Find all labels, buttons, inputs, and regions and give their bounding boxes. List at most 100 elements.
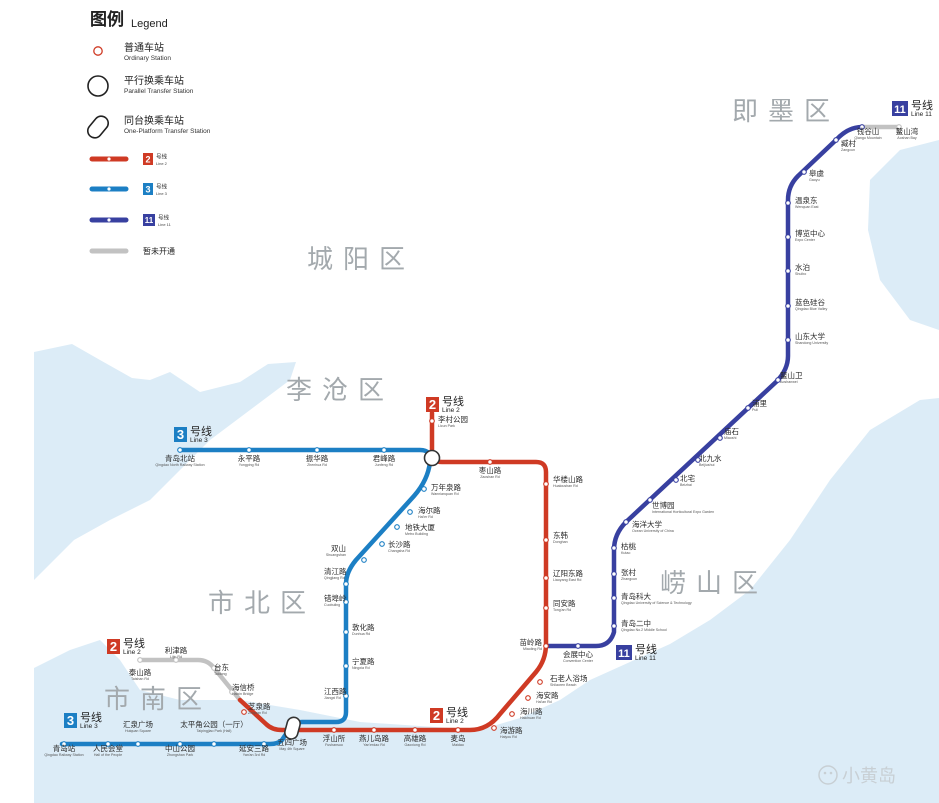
station-dot[interactable]	[509, 711, 515, 717]
station-dot[interactable]	[543, 605, 549, 611]
station-dot[interactable]	[343, 599, 349, 605]
station-dot[interactable]	[381, 447, 387, 453]
station-dot[interactable]	[647, 497, 653, 503]
station-dot[interactable]	[896, 124, 902, 130]
station-dot[interactable]	[785, 268, 791, 274]
station-dot[interactable]	[801, 169, 807, 175]
station-dot[interactable]	[859, 124, 865, 130]
station-dot[interactable]	[543, 575, 549, 581]
station-dot[interactable]	[429, 418, 435, 424]
station-dot[interactable]	[314, 447, 320, 453]
station-dot[interactable]	[412, 727, 418, 733]
station-dot[interactable]	[343, 693, 349, 699]
station-dot[interactable]	[785, 234, 791, 240]
station-dot[interactable]	[785, 303, 791, 309]
station-taipingjiao[interactable]: 太平角公园（一厅）Taipingjiao Park (Hall)	[180, 719, 248, 747]
station-dot[interactable]	[211, 665, 217, 671]
station-dot[interactable]	[611, 545, 617, 551]
station-dot[interactable]	[487, 459, 493, 465]
station-dot[interactable]	[775, 377, 781, 383]
station-dot[interactable]	[371, 727, 377, 733]
station-dot[interactable]	[241, 709, 247, 715]
station-dot[interactable]	[137, 657, 143, 663]
station-dot[interactable]	[525, 695, 531, 701]
station-dot[interactable]	[173, 657, 179, 663]
station-dot[interactable]	[211, 741, 217, 747]
station-dot[interactable]	[537, 679, 543, 685]
station-dot[interactable]	[833, 137, 839, 143]
station-dot[interactable]	[785, 337, 791, 343]
station-dot[interactable]	[177, 741, 183, 747]
station-dot[interactable]	[246, 447, 252, 453]
station-dot[interactable]	[623, 519, 629, 525]
station-dot[interactable]	[543, 537, 549, 543]
transfer-wusi[interactable]	[283, 716, 301, 741]
station-dot[interactable]	[543, 643, 549, 649]
station-dot[interactable]	[575, 643, 581, 649]
station-dot[interactable]	[543, 481, 549, 487]
station-dot[interactable]	[229, 689, 235, 695]
station-dot[interactable]	[61, 741, 67, 747]
station-dot[interactable]	[717, 435, 723, 441]
station-dot[interactable]	[343, 629, 349, 635]
station-dot[interactable]	[673, 477, 679, 483]
station-dot[interactable]	[177, 447, 183, 453]
station-dot[interactable]	[105, 741, 111, 747]
station-dot[interactable]	[695, 457, 701, 463]
station-dot[interactable]	[361, 557, 367, 563]
station-dot[interactable]	[261, 741, 267, 747]
station-dot[interactable]	[611, 623, 617, 629]
station-dot[interactable]	[331, 727, 337, 733]
station-dot[interactable]	[745, 405, 751, 411]
